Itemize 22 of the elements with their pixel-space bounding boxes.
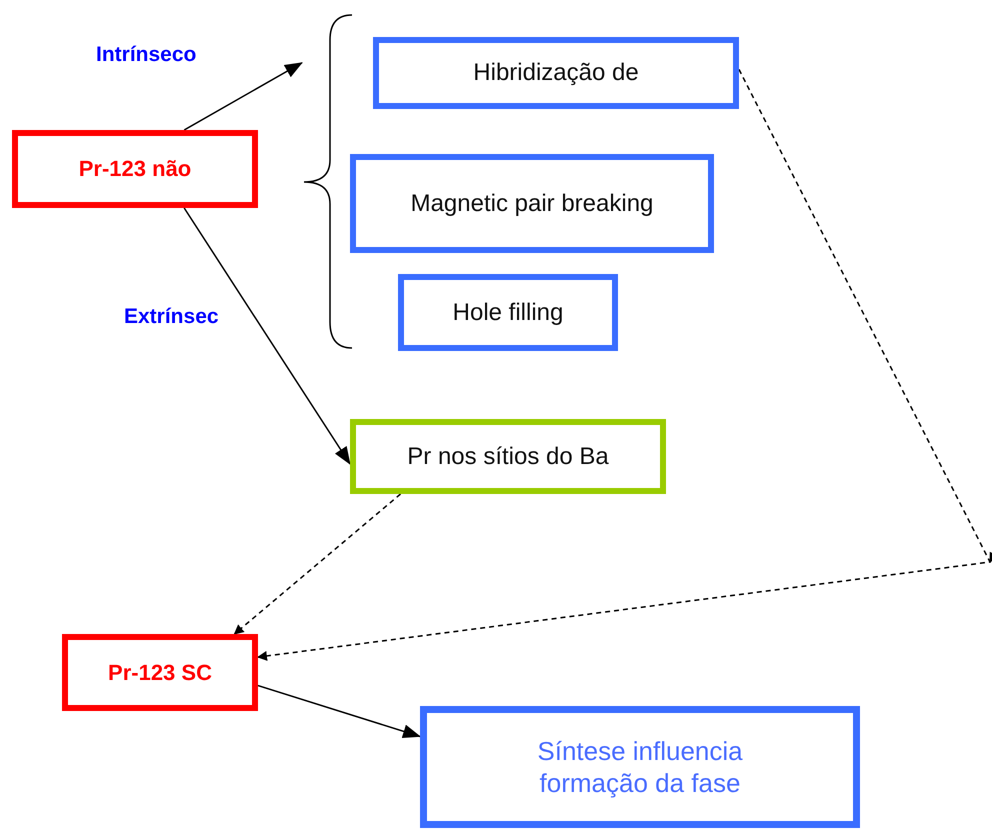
process-box	[12, 130, 258, 208]
arrow	[258, 684, 420, 738]
process-box	[420, 706, 860, 828]
edge-label: Extrínsec	[124, 306, 219, 327]
box-text: Hole filling	[452, 298, 564, 328]
box-text: Pr-123 SC	[108, 658, 212, 686]
box-text: Pr nos sítios do Ba	[407, 442, 609, 472]
arrow	[234, 493, 402, 635]
edge-label: Intrínseco	[96, 44, 196, 65]
arrow	[258, 69, 992, 661]
box-text: Magnetic pair breaking	[410, 188, 654, 218]
process-box	[350, 419, 666, 494]
process-box	[398, 274, 618, 351]
process-box	[350, 154, 714, 253]
box-text: Pr-123 não	[78, 155, 192, 183]
process-box	[373, 37, 739, 109]
process-box	[62, 634, 258, 711]
arrow	[184, 208, 351, 464]
curly-brace	[302, 14, 354, 350]
box-text: Síntese influencia formação da fase	[536, 734, 744, 800]
arrow	[184, 62, 303, 131]
box-text: Hibridização de	[473, 58, 639, 88]
